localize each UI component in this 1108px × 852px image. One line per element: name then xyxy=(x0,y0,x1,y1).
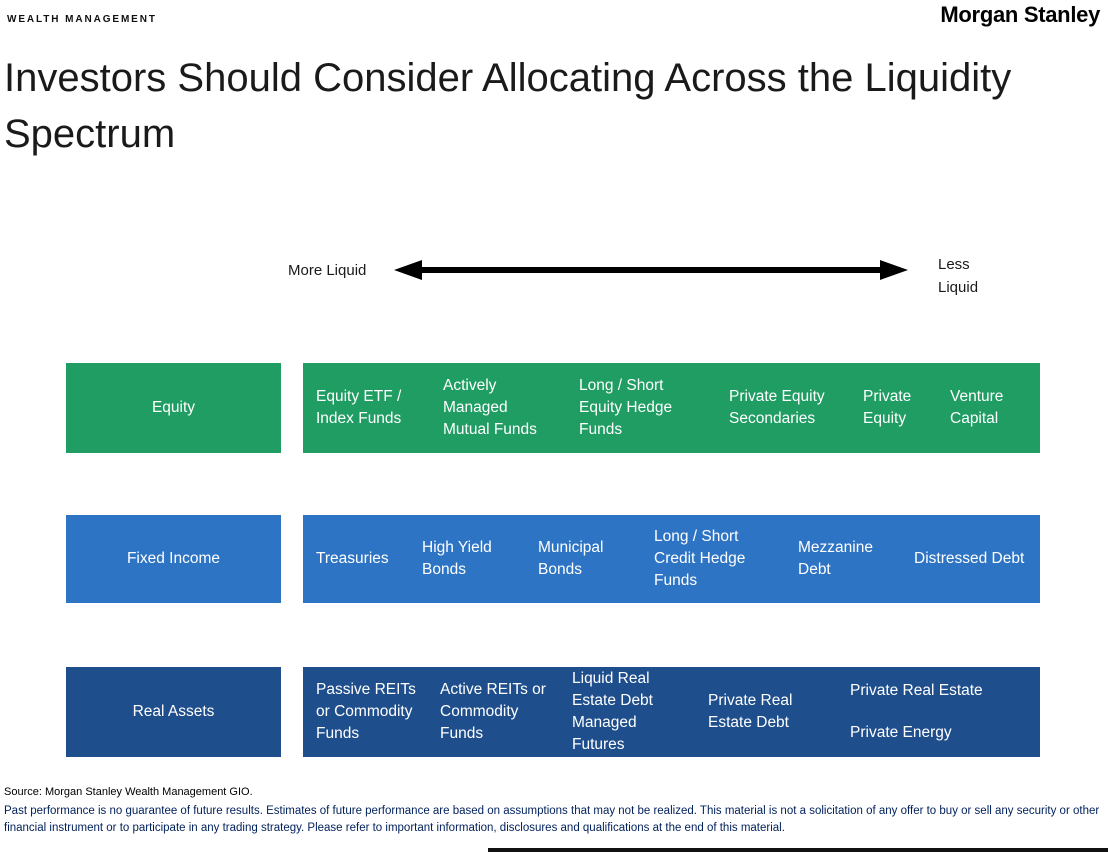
equity-item: Private Equity Secondaries xyxy=(729,388,825,427)
fixed-income-item: Mezzanine Debt xyxy=(798,539,873,578)
equity-item: Venture Capital xyxy=(950,388,1004,427)
wealth-management-eyebrow: WEALTH MANAGEMENT xyxy=(7,14,157,25)
equity-bar: Equity ETF / Index Funds Actively Manage… xyxy=(303,363,1040,453)
fixed-income-item: Municipal Bonds xyxy=(538,539,604,578)
left-arrowhead-icon xyxy=(394,260,422,280)
morgan-stanley-logo: Morgan Stanley xyxy=(940,2,1100,27)
real-assets-item: Private Energy xyxy=(850,724,952,741)
right-arrowhead-icon xyxy=(880,260,908,280)
equity-item: Actively Managed Mutual Funds xyxy=(443,377,537,438)
page-title: Investors Should Consider Allocating Acr… xyxy=(4,56,1012,156)
real-assets-item: Private Real Estate Debt xyxy=(708,692,793,731)
real-assets-item: Private Real Estate xyxy=(850,682,983,699)
fixed-income-item: Distressed Debt xyxy=(914,550,1025,567)
real-assets-row: Real Assets Passive REITs or Commodity F… xyxy=(0,667,1108,757)
fixed-income-row-label: Fixed Income xyxy=(66,515,281,603)
source-line: Source: Morgan Stanley Wealth Management… xyxy=(4,786,253,798)
arrow-shaft xyxy=(418,267,884,273)
real-assets-row-label: Real Assets xyxy=(66,667,281,757)
liquidity-spectrum-arrow xyxy=(394,260,908,280)
equity-item: Private Equity xyxy=(863,388,912,427)
equity-row: Equity Equity ETF / Index Funds Actively… xyxy=(0,363,1108,453)
real-assets-stacked-items: Private Real Estate Private Energy xyxy=(837,667,1040,757)
fixed-income-item: Treasuries xyxy=(316,550,389,567)
fixed-income-bar: Treasuries High Yield Bonds Municipal Bo… xyxy=(303,515,1040,603)
equity-item: Long / Short Equity Hedge Funds xyxy=(579,377,673,438)
real-assets-bar: Passive REITs or Commodity Funds Active … xyxy=(303,667,1040,757)
disclaimer-text: Past performance is no guarantee of futu… xyxy=(4,805,1100,835)
fixed-income-row: Fixed Income Treasuries High Yield Bonds… xyxy=(0,515,1108,603)
less-liquid-label: Less Liquid xyxy=(938,256,979,296)
equity-row-label: Equity xyxy=(66,363,281,453)
bottom-crop-line xyxy=(488,848,1108,852)
fixed-income-item: Long / Short Credit Hedge Funds xyxy=(654,528,746,589)
real-assets-item: Liquid Real Estate Debt Managed Futures xyxy=(572,670,653,753)
more-liquid-label: More Liquid xyxy=(288,262,367,279)
fixed-income-item: High Yield Bonds xyxy=(422,539,492,578)
real-assets-item: Passive REITs or Commodity Funds xyxy=(316,681,416,742)
real-assets-item: Active REITs or Commodity Funds xyxy=(440,681,546,742)
equity-item: Equity ETF / Index Funds xyxy=(316,388,402,427)
